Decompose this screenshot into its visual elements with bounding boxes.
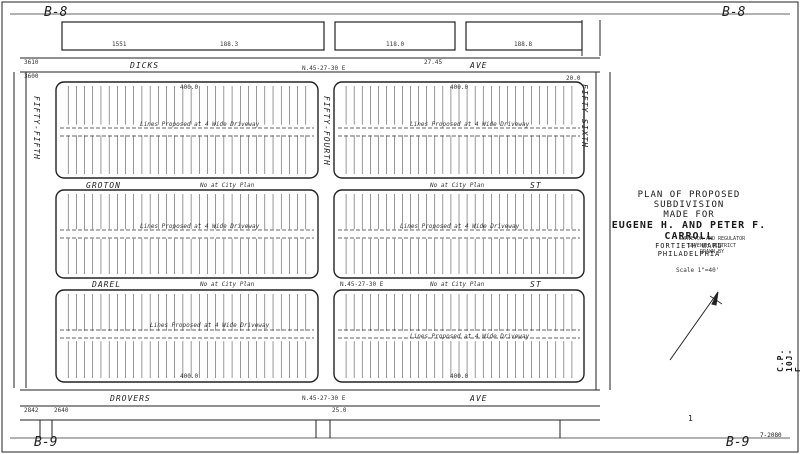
street-ave-top: AVE bbox=[470, 61, 488, 70]
city-plan-label-3: No at City Plan bbox=[200, 281, 255, 288]
title-line-3: EUGENE H. AND PETER F. CARROLL bbox=[611, 220, 767, 242]
dim-10: N.45-27-30 E bbox=[340, 281, 384, 288]
dim-1: 1551 bbox=[112, 41, 127, 48]
driveway-label-1: Lines Proposed at 4 Wide Driveway bbox=[140, 121, 260, 128]
title-line-5: PHILADELPHIA bbox=[657, 250, 721, 258]
street-fifty-fourth: FIFTY-FOURTH bbox=[322, 96, 331, 166]
dim-12: 2842 bbox=[24, 407, 39, 414]
city-plan-label-1: No at City Plan bbox=[200, 182, 255, 189]
driveway-label-5: Lines Proposed at 4 Wide Driveway bbox=[150, 322, 270, 329]
dim-2: 188.3 bbox=[220, 41, 239, 48]
title-block: PLAN OF PROPOSED SUBDIVISION MADE FOR EU… bbox=[604, 190, 774, 258]
street-groton: GROTON bbox=[86, 181, 121, 190]
corner-ref-bottom-right: B-9 bbox=[726, 435, 750, 450]
city-plan-label-4: No at City Plan bbox=[430, 281, 485, 288]
dim-16: 27.45 bbox=[424, 59, 443, 66]
street-darel: DAREL bbox=[92, 280, 122, 289]
dim-15: 3610 bbox=[24, 59, 39, 66]
driveway-label-4: Lines Proposed at 4 Wide Driveway bbox=[400, 223, 520, 230]
street-dicks: DICKS bbox=[130, 61, 160, 70]
corner-ref-top-left: B-8 bbox=[44, 5, 68, 20]
street-st-mid1: ST bbox=[530, 181, 542, 190]
dim-13: 2640 bbox=[54, 407, 69, 414]
approval-line-3: DRAWN BY bbox=[699, 249, 725, 255]
scale-note: Scale 1"=40' bbox=[676, 267, 720, 274]
dim-3: 118.0 bbox=[386, 41, 405, 48]
driveway-label-2: Lines Proposed at 4 Wide Driveway bbox=[410, 121, 530, 128]
driveway-label-3: Lines Proposed at 4 Wide Driveway bbox=[140, 223, 260, 230]
dim-8: 400.0 bbox=[450, 373, 469, 380]
dim-7: 400.0 bbox=[180, 373, 199, 380]
street-lines bbox=[13, 20, 611, 438]
approval-line-1: SURVEYOR AND REGULATOR bbox=[678, 236, 746, 242]
date-number: 7-2080 bbox=[760, 432, 782, 439]
title-line-4: FORTIETH WARD bbox=[655, 242, 723, 250]
dim-14: 3600 bbox=[24, 73, 39, 80]
approval-block: SURVEYOR AND REGULATOR SEVENTH DISTRICT … bbox=[662, 236, 762, 256]
dim-6: 400.0 bbox=[450, 84, 469, 91]
corner-ref-top-right: B-8 bbox=[722, 5, 746, 20]
north-arrow bbox=[669, 291, 723, 361]
title-line-2: MADE FOR bbox=[663, 210, 715, 220]
approval-line-2: SEVENTH DISTRICT bbox=[687, 242, 737, 249]
street-ave-bottom: AVE bbox=[470, 394, 488, 403]
dim-17: 20.0 bbox=[566, 75, 581, 82]
dim-18: 25.0 bbox=[332, 407, 347, 414]
dim-4: 188.8 bbox=[514, 41, 533, 48]
street-st-mid2: ST bbox=[530, 280, 542, 289]
dim-9: N.45-27-30 E bbox=[302, 65, 346, 72]
driveway-label-6: Lines Proposed at 4 Wide Driveway bbox=[410, 333, 530, 340]
street-drovers: DROVERS bbox=[110, 394, 151, 403]
lot-lines bbox=[67, 86, 573, 378]
dim-11: N.45-27-30 E bbox=[302, 395, 346, 402]
dim-5: 400.0 bbox=[180, 84, 199, 91]
street-fifty-fifth: FIFTY-FIFTH bbox=[32, 96, 41, 160]
page-number: 1 bbox=[688, 414, 693, 423]
title-line-1: PLAN OF PROPOSED SUBDIVISION bbox=[637, 190, 741, 210]
street-fifty-sixth: FIFTY-SIXTH bbox=[580, 84, 589, 148]
corner-ref-bottom-left: B-9 bbox=[34, 435, 58, 450]
main-blocks bbox=[55, 81, 585, 383]
driveways bbox=[60, 127, 580, 339]
city-plan-label-2: No at City Plan bbox=[430, 182, 485, 189]
top-blocks bbox=[61, 21, 583, 51]
plan-stamp: C.P. 10J-E bbox=[776, 348, 800, 372]
